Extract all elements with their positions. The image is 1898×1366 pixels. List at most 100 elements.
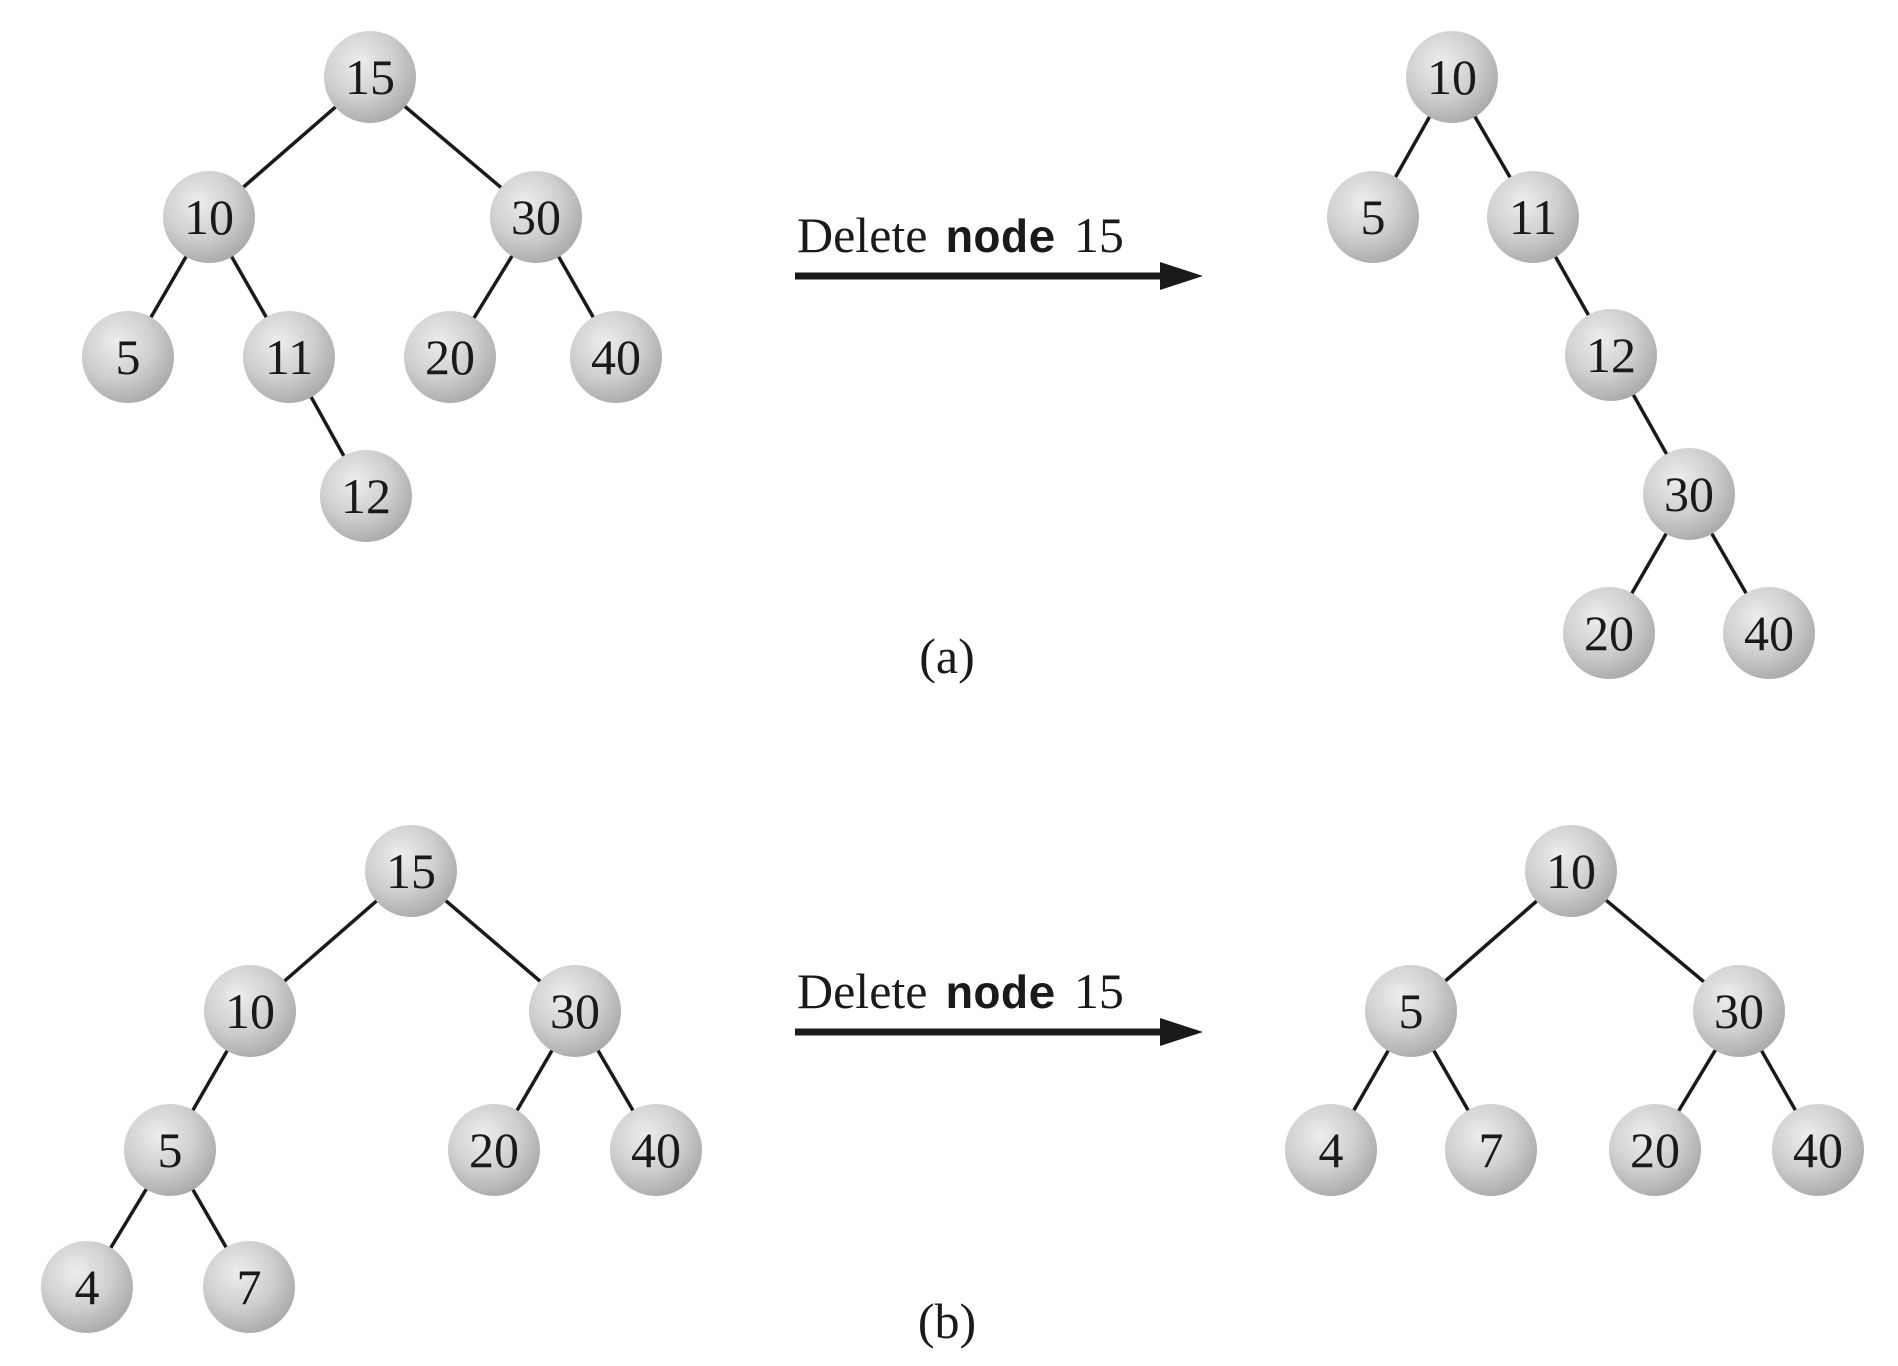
- tree-node-label: 20: [1584, 605, 1634, 661]
- tree-node: 11: [243, 311, 335, 403]
- tree-node-circle: [82, 311, 174, 403]
- tree-node-circle: [124, 1104, 216, 1196]
- tree-node-circle: [1445, 1104, 1537, 1196]
- tree-node-circle: [529, 965, 621, 1057]
- tree-node-label: 30: [1664, 466, 1714, 522]
- tree-node: 30: [529, 965, 621, 1057]
- tree-node: 7: [203, 1241, 295, 1333]
- caption-b: (b): [918, 1293, 976, 1349]
- arrow-b-label: Delete node 15: [797, 963, 1124, 1022]
- tree-node-label: 12: [341, 468, 391, 524]
- tree-node: 30: [1643, 448, 1735, 540]
- tree-node: 30: [1693, 965, 1785, 1057]
- tree-node-circle: [570, 311, 662, 403]
- tree-node-circle: [490, 171, 582, 263]
- tree-node: 40: [1723, 587, 1815, 679]
- tree-node-circle: [1487, 171, 1579, 263]
- tree-node-label: 7: [1479, 1122, 1504, 1178]
- tree-node-label: 30: [550, 983, 600, 1039]
- arrow-a-label: Delete node 15: [797, 207, 1124, 266]
- tree-node-label: 30: [1714, 983, 1764, 1039]
- tree-node-circle: [1285, 1104, 1377, 1196]
- tree-node-label: 40: [631, 1122, 681, 1178]
- tree-node-circle: [163, 171, 255, 263]
- tree-node-label: 10: [1546, 843, 1596, 899]
- tree-node-label: 11: [1509, 189, 1557, 245]
- tree-node-circle: [1563, 587, 1655, 679]
- tree-node-circle: [1772, 1104, 1864, 1196]
- arrow-b-prefix: Delete: [797, 963, 927, 1019]
- tree-node-circle: [1365, 965, 1457, 1057]
- tree-node: 5: [82, 311, 174, 403]
- tree-node-label: 5: [1361, 189, 1386, 245]
- tree-node-label: 15: [386, 843, 436, 899]
- tree-node: 10: [204, 965, 296, 1057]
- tree-node-circle: [204, 965, 296, 1057]
- tree-node-label: 40: [1744, 605, 1794, 661]
- tree-node-circle: [203, 1241, 295, 1333]
- nodes-layer: 15 10 30 5 11 20 40 12 10 5 11 12 30 20 40 15 10 30 5 20 40 4…: [41, 31, 1864, 1333]
- tree-node-label: 10: [225, 983, 275, 1039]
- tree-node-circle: [448, 1104, 540, 1196]
- tree-node-label: 11: [265, 329, 313, 385]
- tree-node-label: 40: [591, 329, 641, 385]
- arrow-a-keyword: node: [945, 214, 1055, 266]
- tree-node-label: 40: [1793, 1122, 1843, 1178]
- caption-a: (a): [919, 628, 975, 684]
- tree-node: 20: [404, 311, 496, 403]
- tree-node: 5: [1327, 171, 1419, 263]
- tree-node-label: 7: [237, 1259, 262, 1315]
- tree-node-label: 30: [511, 189, 561, 245]
- tree-node-circle: [1525, 825, 1617, 917]
- tree-node: 5: [1365, 965, 1457, 1057]
- tree-node-label: 5: [116, 329, 141, 385]
- arrow-b-keyword: node: [945, 970, 1055, 1022]
- arrow-b: Delete node 15: [795, 963, 1203, 1046]
- tree-node: 15: [324, 31, 416, 123]
- tree-node-label: 10: [1427, 49, 1477, 105]
- tree-node-circle: [365, 825, 457, 917]
- tree-node: 7: [1445, 1104, 1537, 1196]
- tree-node: 30: [490, 171, 582, 263]
- tree-node-label: 4: [75, 1259, 100, 1315]
- tree-node: 10: [1406, 31, 1498, 123]
- tree-node-circle: [1406, 31, 1498, 123]
- tree-node: 40: [610, 1104, 702, 1196]
- tree-node-circle: [1327, 171, 1419, 263]
- tree-node-circle: [1609, 1104, 1701, 1196]
- tree-node-circle: [1643, 448, 1735, 540]
- arrow-a-prefix: Delete: [797, 207, 927, 263]
- tree-node: 12: [320, 450, 412, 542]
- tree-node-circle: [243, 311, 335, 403]
- tree-node-label: 10: [184, 189, 234, 245]
- arrow-a-head: [1160, 262, 1203, 290]
- tree-node-circle: [404, 311, 496, 403]
- tree-node: 10: [1525, 825, 1617, 917]
- tree-node: 15: [365, 825, 457, 917]
- tree-node: 12: [1565, 309, 1657, 401]
- tree-node-circle: [610, 1104, 702, 1196]
- tree-node-circle: [41, 1241, 133, 1333]
- tree-node-circle: [1565, 309, 1657, 401]
- tree-node-circle: [320, 450, 412, 542]
- tree-node-label: 15: [345, 49, 395, 105]
- tree-node-label: 4: [1319, 1122, 1344, 1178]
- tree-node-label: 20: [425, 329, 475, 385]
- tree-node: 40: [570, 311, 662, 403]
- arrow-a: Delete node 15: [795, 207, 1203, 290]
- tree-node-circle: [324, 31, 416, 123]
- tree-node-label: 12: [1586, 327, 1636, 383]
- arrow-b-head: [1160, 1018, 1203, 1046]
- arrow-b-suffix: 15: [1074, 963, 1124, 1019]
- tree-node: 10: [163, 171, 255, 263]
- tree-node-label: 20: [469, 1122, 519, 1178]
- tree-node: 11: [1487, 171, 1579, 263]
- tree-node-label: 5: [1399, 983, 1424, 1039]
- tree-node: 4: [1285, 1104, 1377, 1196]
- tree-node: 20: [448, 1104, 540, 1196]
- arrow-a-suffix: 15: [1074, 207, 1124, 263]
- tree-node-label: 5: [158, 1122, 183, 1178]
- tree-node: 5: [124, 1104, 216, 1196]
- tree-node-circle: [1723, 587, 1815, 679]
